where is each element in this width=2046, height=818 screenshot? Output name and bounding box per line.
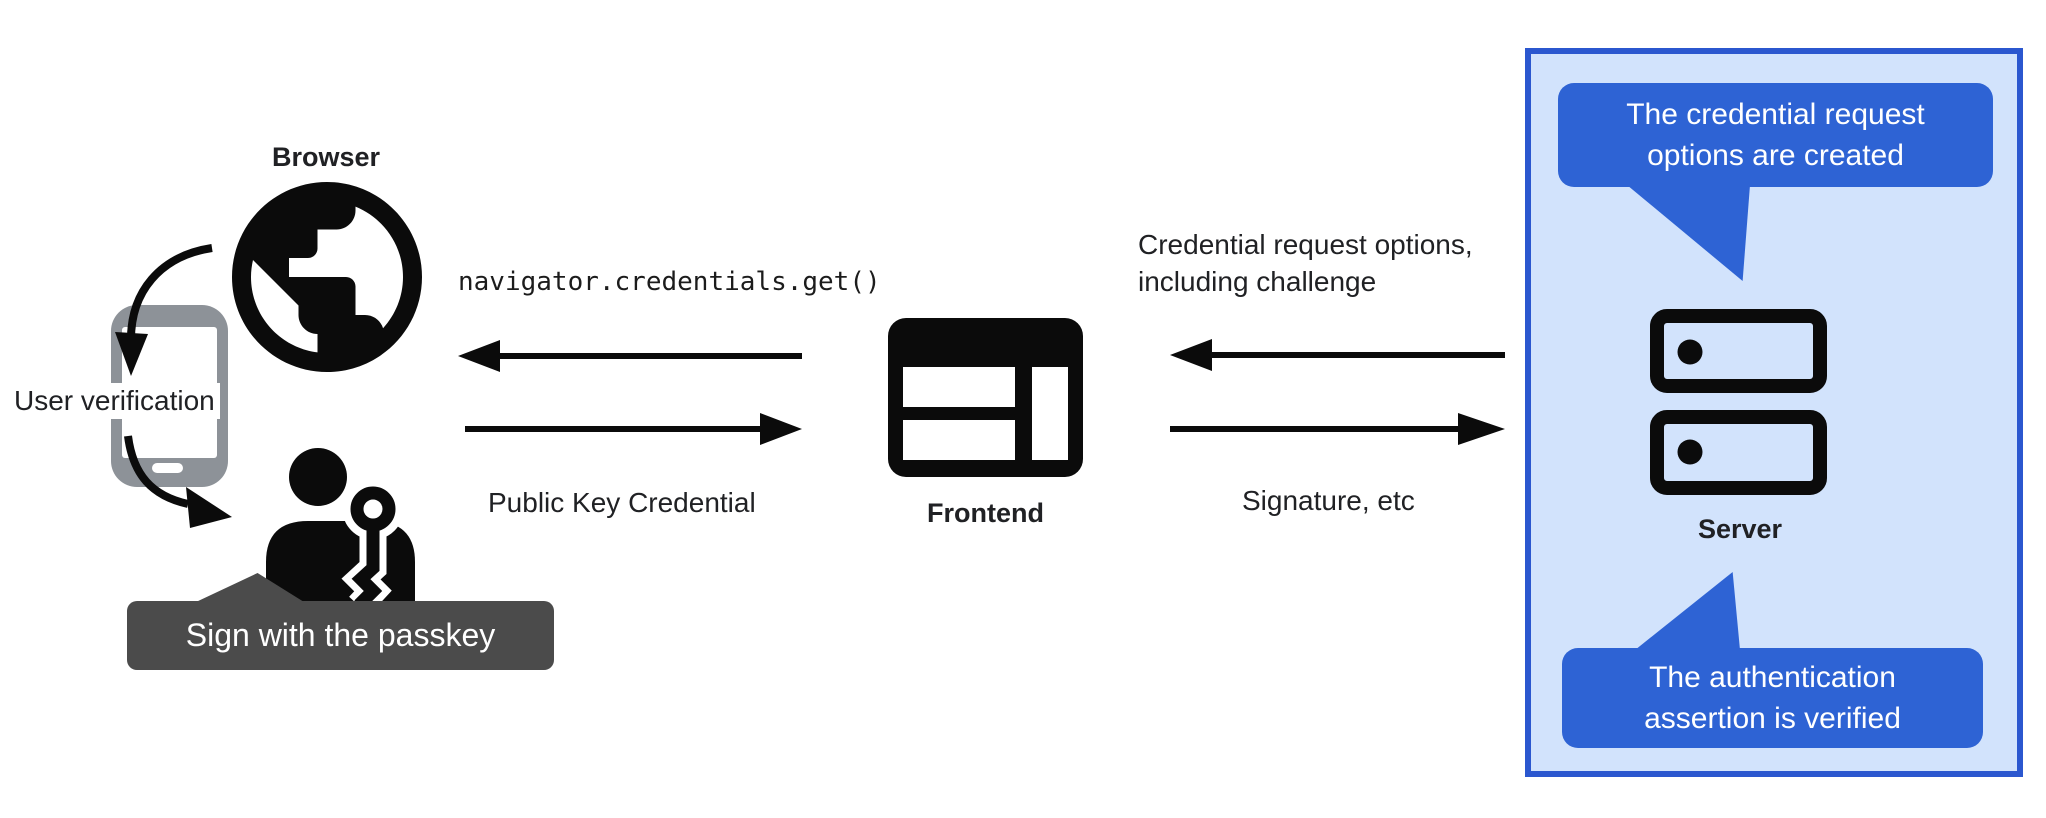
frontend-label: Frontend xyxy=(927,498,1044,528)
curved-arrow-browser-to-phone xyxy=(115,244,232,528)
globe-icon xyxy=(232,182,422,372)
bubble-top-line2: options are created xyxy=(1647,139,1904,172)
passkey-tooltip-text: Sign with the passkey xyxy=(185,617,496,653)
arrow-browser-to-frontend xyxy=(465,413,802,445)
signature-etc-label: Signature, etc xyxy=(1242,485,1415,516)
arrow-frontend-to-server xyxy=(1170,413,1505,445)
server-stack-icon xyxy=(1650,309,1827,495)
server-label: Server xyxy=(1697,514,1783,544)
key-icon xyxy=(350,486,396,610)
bubble-bottom-line1: The authentication xyxy=(1649,661,1896,694)
user-passkey-icon xyxy=(266,448,415,610)
credential-request-options-line1: Credential request options, xyxy=(1138,229,1473,260)
assertion-verified-bubble: The authentication assertion is verified xyxy=(1562,648,1983,748)
credential-request-options-label: Credential request options, including ch… xyxy=(1138,226,1473,300)
arrow-server-to-frontend xyxy=(1170,339,1505,371)
user-verification-label: User verification xyxy=(9,383,220,419)
credential-request-options-line2: including challenge xyxy=(1138,266,1377,297)
passkey-tooltip: Sign with the passkey xyxy=(127,573,554,670)
arrow-frontend-to-browser xyxy=(458,340,802,372)
credential-options-created-bubble: The credential request options are creat… xyxy=(1558,83,1993,187)
bubble-bottom-line2: assertion is verified xyxy=(1644,702,1901,735)
bubble-top-line1: The credential request xyxy=(1626,98,1925,131)
curved-arrow-phone-to-user xyxy=(124,435,232,528)
credentials-get-code: navigator.credentials.get() xyxy=(458,267,881,297)
browser-label: Browser xyxy=(272,142,381,172)
browser-window-icon xyxy=(888,318,1083,477)
public-key-credential-label: Public Key Credential xyxy=(488,487,756,518)
